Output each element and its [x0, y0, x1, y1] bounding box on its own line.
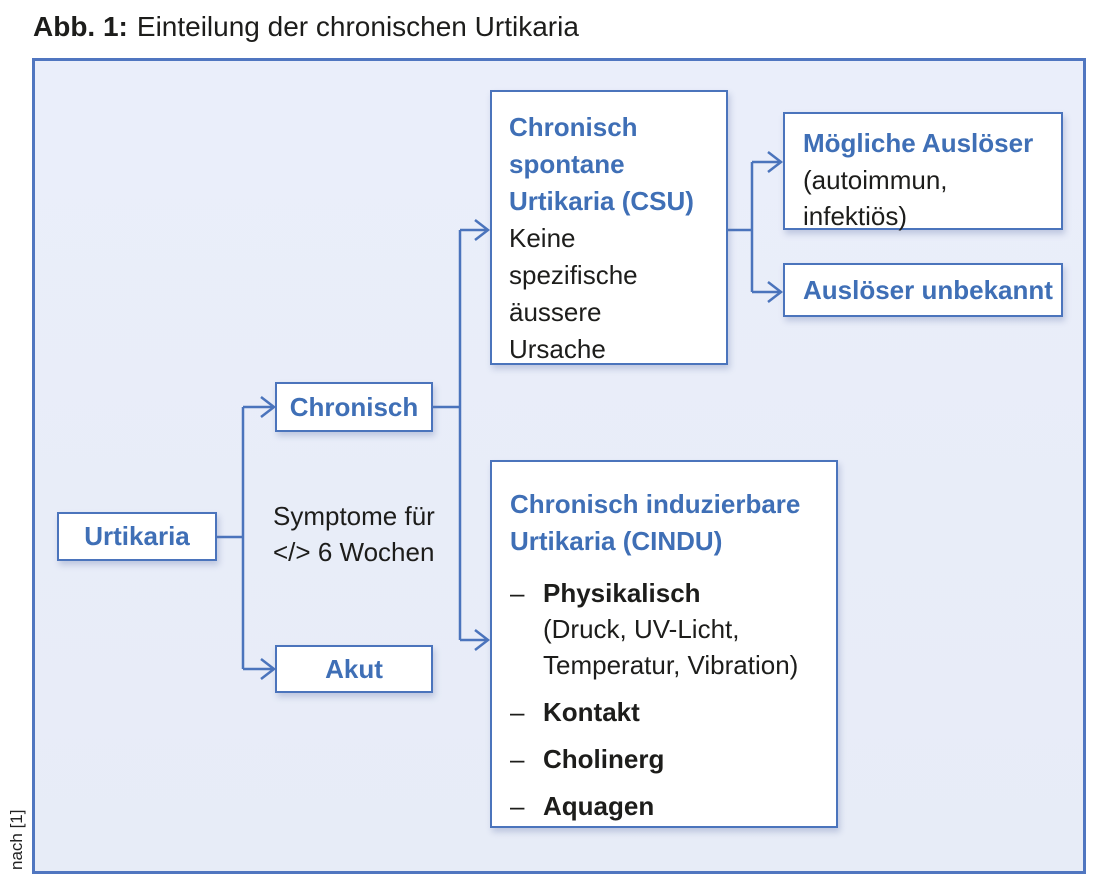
list-item-dash: –	[510, 697, 525, 727]
node-moegliche-ausloeser-heading: Mögliche Auslöser	[803, 128, 1034, 158]
arrowhead-to-chronisch	[260, 396, 277, 418]
node-akut-label: Akut	[325, 653, 383, 684]
node-akut: Akut	[275, 645, 433, 693]
list-item-dash: –	[510, 744, 525, 774]
list-item: – Aquagen	[510, 788, 824, 824]
list-item-label: Kontakt	[543, 697, 640, 727]
node-ausloeser-unbekannt-heading: Auslöser unbekannt	[803, 274, 1053, 305]
connector-csu-branch	[728, 160, 781, 294]
cindu-list: – Physikalisch (Druck, UV-Licht, Tempera…	[510, 575, 824, 824]
node-csu: Chronisch spontane Urtikaria (CSU) Keine…	[490, 90, 728, 365]
connector-root-branch	[217, 405, 274, 671]
node-chronisch: Chronisch	[275, 382, 433, 432]
branch-duration-note: Symptome für </> 6 Wochen	[273, 501, 435, 567]
node-cindu-heading: Chronisch induzierbare Urtikaria (CINDU)	[510, 489, 801, 556]
arrowhead-to-ausloeser-unbekannt	[767, 281, 784, 303]
node-urtikaria: Urtikaria	[57, 512, 217, 561]
node-ausloeser-unbekannt: Auslöser unbekannt	[783, 263, 1063, 317]
node-moegliche-ausloeser: Mögliche Auslöser (autoimmun, infektiös)	[783, 112, 1063, 231]
arrowhead-to-akut	[260, 658, 277, 680]
node-urtikaria-label: Urtikaria	[84, 521, 190, 551]
node-chronisch-label: Chronisch	[289, 391, 419, 422]
list-item: – Cholinerg	[510, 741, 824, 777]
figure-title: Einteilung der chronischen Urtikaria	[136, 11, 579, 42]
list-item-detail: (Druck, UV-Licht, Temperatur, Vibration)	[543, 614, 799, 680]
connector-chronisch-branch	[433, 228, 488, 642]
arrowhead-to-csu	[474, 219, 491, 241]
list-item-dash: –	[510, 578, 525, 608]
arrowhead-to-cindu	[474, 629, 491, 651]
node-moegliche-ausloeser-body: (autoimmun, infektiös)	[803, 165, 948, 231]
list-item-label: Physikalisch	[543, 578, 701, 608]
list-item-label: Cholinerg	[543, 744, 665, 774]
node-csu-heading: Chronisch spontane Urtikaria (CSU)	[509, 112, 694, 216]
figure-caption: Abb. 1: Einteilung der chronischen Urtika…	[33, 11, 579, 43]
figure-number: Abb. 1:	[33, 11, 128, 42]
connector-lines	[217, 151, 784, 680]
diagram-panel: Urtikaria Symptome für </> 6 Wochen Chro…	[32, 58, 1086, 874]
list-item-dash: –	[510, 791, 525, 821]
arrowhead-to-moegliche-ausloeser	[767, 151, 784, 173]
list-item: – Physikalisch (Druck, UV-Licht, Tempera…	[510, 575, 824, 683]
node-cindu: Chronisch induzierbare Urtikaria (CINDU)…	[490, 460, 838, 828]
list-item: – Kontakt	[510, 694, 824, 730]
list-item-label: Aquagen	[543, 791, 655, 821]
source-reference-note: nach [1]	[7, 809, 26, 871]
node-csu-body: Keine spezifische äussere Ursache	[509, 223, 638, 364]
